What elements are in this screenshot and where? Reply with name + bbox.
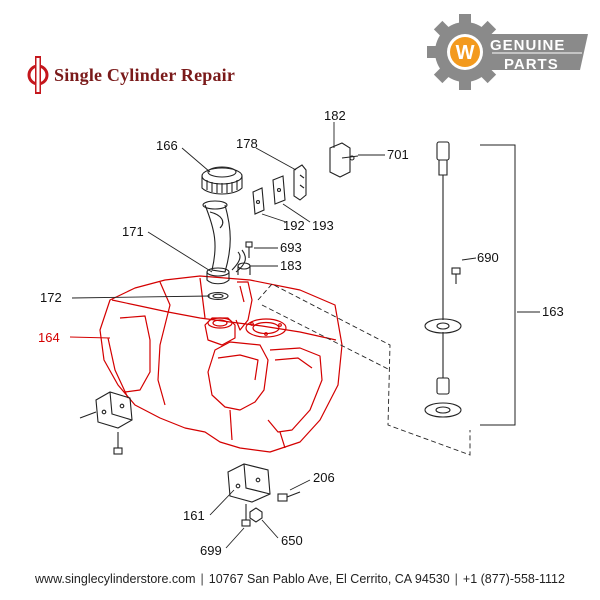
screw-690 — [451, 267, 461, 284]
footer-website[interactable]: www.singlecylinderstore.com — [35, 572, 196, 586]
callout-171: 171 — [122, 224, 144, 239]
nut-650 — [249, 507, 263, 523]
callout-693: 693 — [280, 240, 302, 255]
footer: www.singlecylinderstore.com|10767 San Pa… — [35, 572, 565, 586]
sender-range-bracket — [480, 144, 516, 426]
fuel-level-sender — [424, 141, 462, 418]
fuel-cap — [201, 166, 243, 195]
callout-192: 192 — [283, 218, 305, 233]
leader-lines — [69, 122, 540, 549]
callout-650: 650 — [281, 533, 303, 548]
callout-206: 206 — [313, 470, 335, 485]
callout-182: 182 — [324, 108, 346, 123]
genuine-parts-badge: W GENUINE PARTS — [420, 12, 590, 102]
assembly-guides — [257, 283, 471, 456]
bracket-192 — [252, 187, 265, 215]
filler-hose — [202, 200, 231, 273]
callout-699: 699 — [200, 543, 222, 558]
bolt-699 — [241, 504, 251, 527]
brand-name: Single Cylinder Repair — [54, 64, 236, 85]
bracket-193 — [272, 175, 286, 205]
fuel-tank-body — [99, 275, 343, 453]
callout-166: 166 — [156, 138, 178, 153]
mount-bracket-bottom — [227, 463, 271, 503]
svg-text:W: W — [456, 42, 475, 64]
callout-183: 183 — [280, 258, 302, 273]
callout-163: 163 — [542, 304, 564, 319]
gear-w-icon: W — [427, 14, 588, 90]
mount-bracket-left — [79, 391, 133, 455]
brand-header: Single Cylinder Repair — [24, 50, 235, 100]
bracket-178 — [293, 164, 307, 201]
callout-701: 701 — [387, 147, 409, 162]
badge-line1: GENUINE — [490, 37, 566, 54]
footer-address: 10767 San Pablo Ave, El Cerrito, CA 9453… — [208, 572, 450, 586]
callout-164: 164 — [38, 330, 60, 345]
callout-193: 193 — [312, 218, 334, 233]
callout-690: 690 — [477, 250, 499, 265]
brand-logo-icon — [27, 56, 49, 94]
callout-161: 161 — [183, 508, 205, 523]
breather-cap — [206, 249, 246, 301]
footer-phone[interactable]: +1 (877)-558-1112 — [462, 572, 565, 586]
callout-172: 172 — [40, 290, 62, 305]
bolt-693 — [245, 241, 253, 258]
bolt-206 — [277, 491, 301, 502]
badge-line2: PARTS — [504, 56, 559, 73]
callout-178: 178 — [236, 136, 258, 151]
bracket-182 — [329, 142, 359, 178]
